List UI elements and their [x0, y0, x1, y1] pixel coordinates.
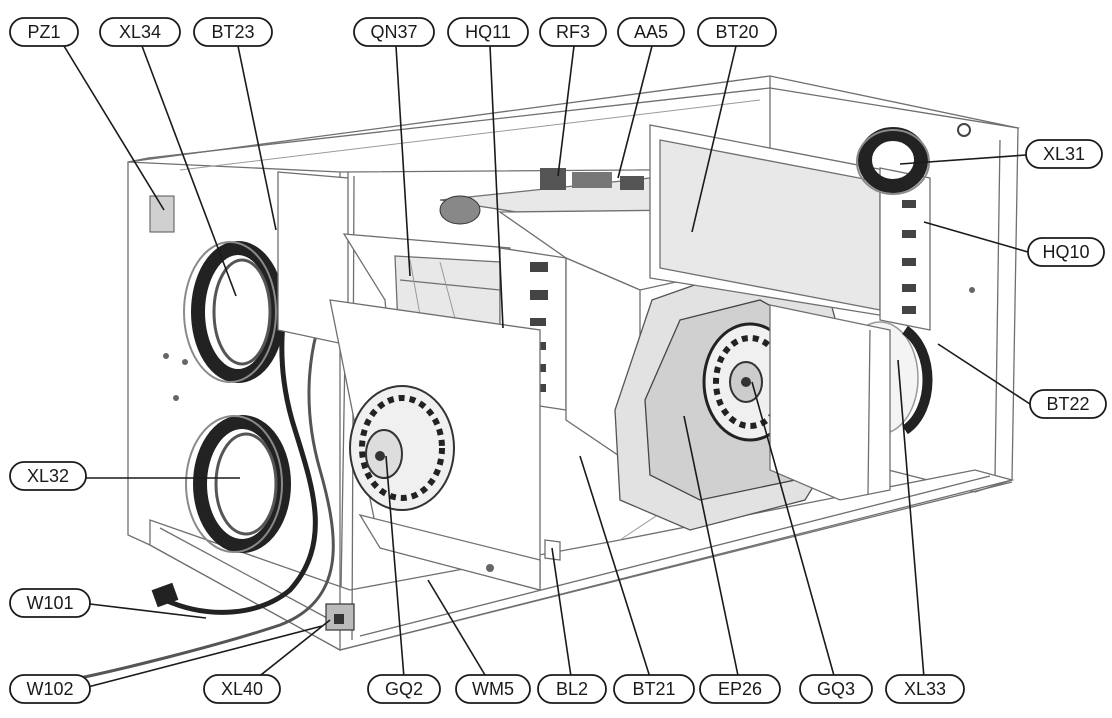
callout-text: HQ11	[465, 22, 511, 42]
callout-text: XL40	[221, 679, 263, 699]
callout-hq10: HQ10	[1027, 237, 1105, 267]
callout-pill	[799, 674, 873, 704]
callout-pill	[699, 674, 781, 704]
callout-text: PZ1	[27, 22, 60, 42]
callout-ep26: EP26	[699, 674, 781, 704]
callout-aa5: AA5	[617, 17, 685, 47]
callout-pill	[1029, 389, 1107, 419]
callout-pill	[455, 674, 531, 704]
callout-text: RF3	[556, 22, 590, 42]
callout-bt22: BT22	[1029, 389, 1107, 419]
callout-bt20: BT20	[697, 17, 777, 47]
callout-bt23: BT23	[193, 17, 273, 47]
callout-pill	[99, 17, 181, 47]
cable-w102	[68, 298, 335, 682]
filter-frame-hq10	[649, 124, 931, 331]
callout-text: XL31	[1043, 144, 1085, 164]
callout-text: XL33	[904, 679, 946, 699]
callout-xl31: XL31	[1025, 139, 1103, 169]
callout-bl2: BL2	[537, 674, 607, 704]
callout-text: XL32	[27, 466, 69, 486]
callout-labels: PZ1 XL34 BT23 QN37 HQ11 RF3 AA5 BT20XL31HQ10BT2…	[9, 17, 1107, 704]
callout-wm5: WM5	[455, 674, 531, 704]
callout-pill	[537, 674, 607, 704]
callout-text: EP26	[718, 679, 762, 699]
callout-pill	[1027, 237, 1105, 267]
callout-text: WM5	[472, 679, 514, 699]
callout-pill	[885, 674, 965, 704]
callout-text: AA5	[634, 22, 668, 42]
callout-text: BL2	[556, 679, 588, 699]
callout-gq3: GQ3	[799, 674, 873, 704]
callout-w101: W101	[9, 588, 91, 618]
callout-pill	[697, 17, 777, 47]
callout-pill	[613, 674, 695, 704]
right-partition	[769, 304, 891, 501]
callout-gq2: GQ2	[367, 674, 441, 704]
callout-pill	[9, 17, 79, 47]
callout-pill	[539, 17, 607, 47]
callout-xl33: XL33	[885, 674, 965, 704]
callout-bt21: BT21	[613, 674, 695, 704]
callout-xl32: XL32	[9, 461, 87, 491]
callout-text: W102	[26, 679, 73, 699]
callout-text: BT21	[632, 679, 675, 699]
callout-text: QN37	[370, 22, 417, 42]
callout-xl40: XL40	[203, 674, 281, 704]
callout-text: GQ2	[385, 679, 423, 699]
callout-pill	[9, 461, 87, 491]
duct-connector-xl32	[185, 415, 291, 553]
callout-rf3: RF3	[539, 17, 607, 47]
callout-pill	[1025, 139, 1103, 169]
callout-pill	[9, 674, 91, 704]
callout-qn37: QN37	[353, 17, 435, 47]
callout-w102: W102	[9, 674, 91, 704]
callout-pill	[367, 674, 441, 704]
callout-text: GQ3	[817, 679, 855, 699]
callout-text: W101	[26, 593, 73, 613]
callout-pill	[203, 674, 281, 704]
callout-text: BT20	[715, 22, 758, 42]
callout-text: BT23	[211, 22, 254, 42]
callout-text: BT22	[1046, 394, 1089, 414]
callout-text: XL34	[119, 22, 161, 42]
socket-xl40	[325, 603, 355, 631]
callout-pill	[193, 17, 273, 47]
callout-pill	[9, 588, 91, 618]
callout-pill	[447, 17, 529, 47]
callout-xl34: XL34	[99, 17, 181, 47]
callout-text: HQ10	[1042, 242, 1089, 262]
callout-pill	[353, 17, 435, 47]
callout-hq11: HQ11	[447, 17, 529, 47]
callout-pill	[617, 17, 685, 47]
callout-pz1: PZ1	[9, 17, 79, 47]
fan-gq2	[329, 299, 541, 591]
